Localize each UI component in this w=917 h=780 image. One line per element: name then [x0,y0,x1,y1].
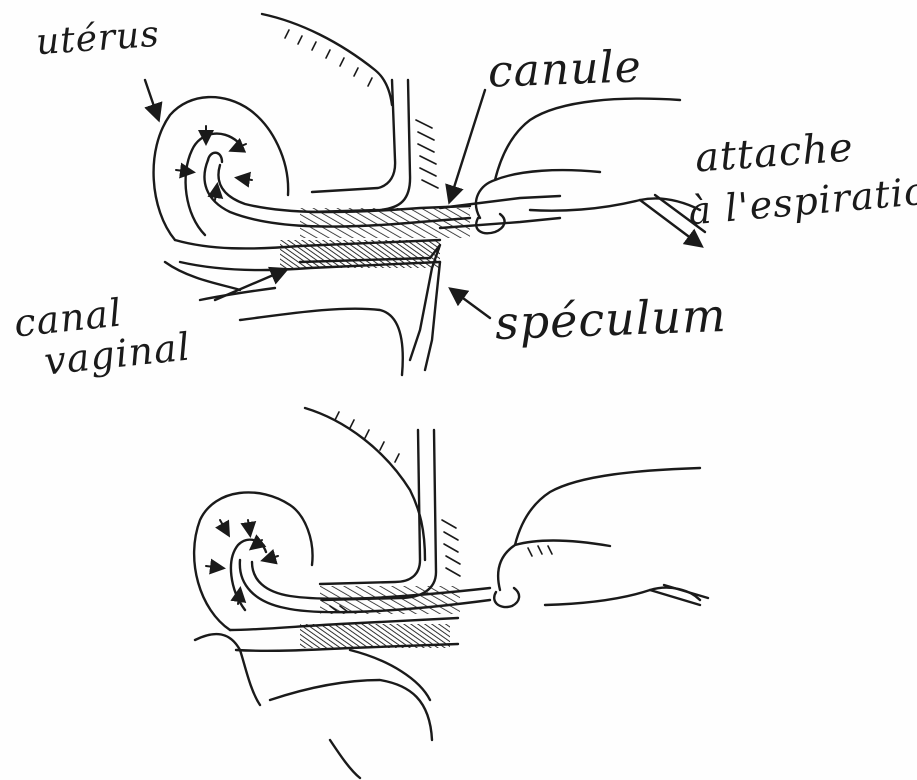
bottom-abdomen-hatch [335,412,399,462]
top-cannula-shaft-upper [440,196,560,208]
bottom-hand [498,468,700,605]
top-uterus-inner [186,134,238,235]
bottom-hatch-upper [442,520,460,576]
top-uterus-outer [154,97,289,240]
top-perineum [165,262,403,375]
bottom-hatch-block-1 [320,586,460,614]
top-cannula-tip [208,153,222,162]
top-uterus-pointer [145,80,158,118]
label-speculum: spéculum [494,288,727,350]
top-canule-pointer [450,90,485,200]
top-hatch-block-2 [280,240,440,268]
bottom-pressure-arrows [206,520,278,604]
top-cannula-in-uterus-2 [218,165,470,212]
bottom-bladder-wall-left [320,430,420,584]
top-speculum-pointer [452,290,490,318]
bottom-leg [330,740,360,778]
top-hatch-block-1 [300,208,470,238]
bottom-knuckle-marks [528,546,552,556]
top-bladder-wall-left [312,80,395,192]
label-uterus: utérus [35,14,161,64]
bottom-thumb [494,588,519,607]
top-abdomen-outline [262,14,392,105]
bottom-abdomen-outline [305,408,425,560]
top-hatch-upper [416,120,438,188]
label-canule: canule [487,41,642,97]
bottom-figure [194,408,708,778]
bottom-hatch-block-2 [300,624,450,648]
top-speculum-handle [425,262,440,370]
